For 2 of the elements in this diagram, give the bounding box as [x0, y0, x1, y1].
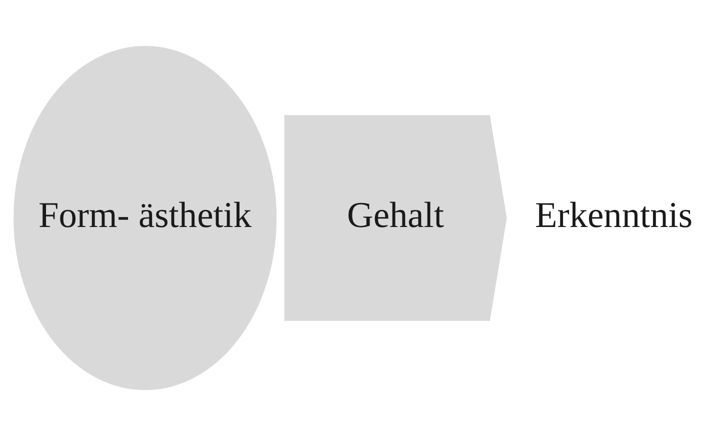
label: Erkenntnis	[535, 194, 693, 234]
node-ellipse: Form- ästhetik	[14, 45, 277, 390]
